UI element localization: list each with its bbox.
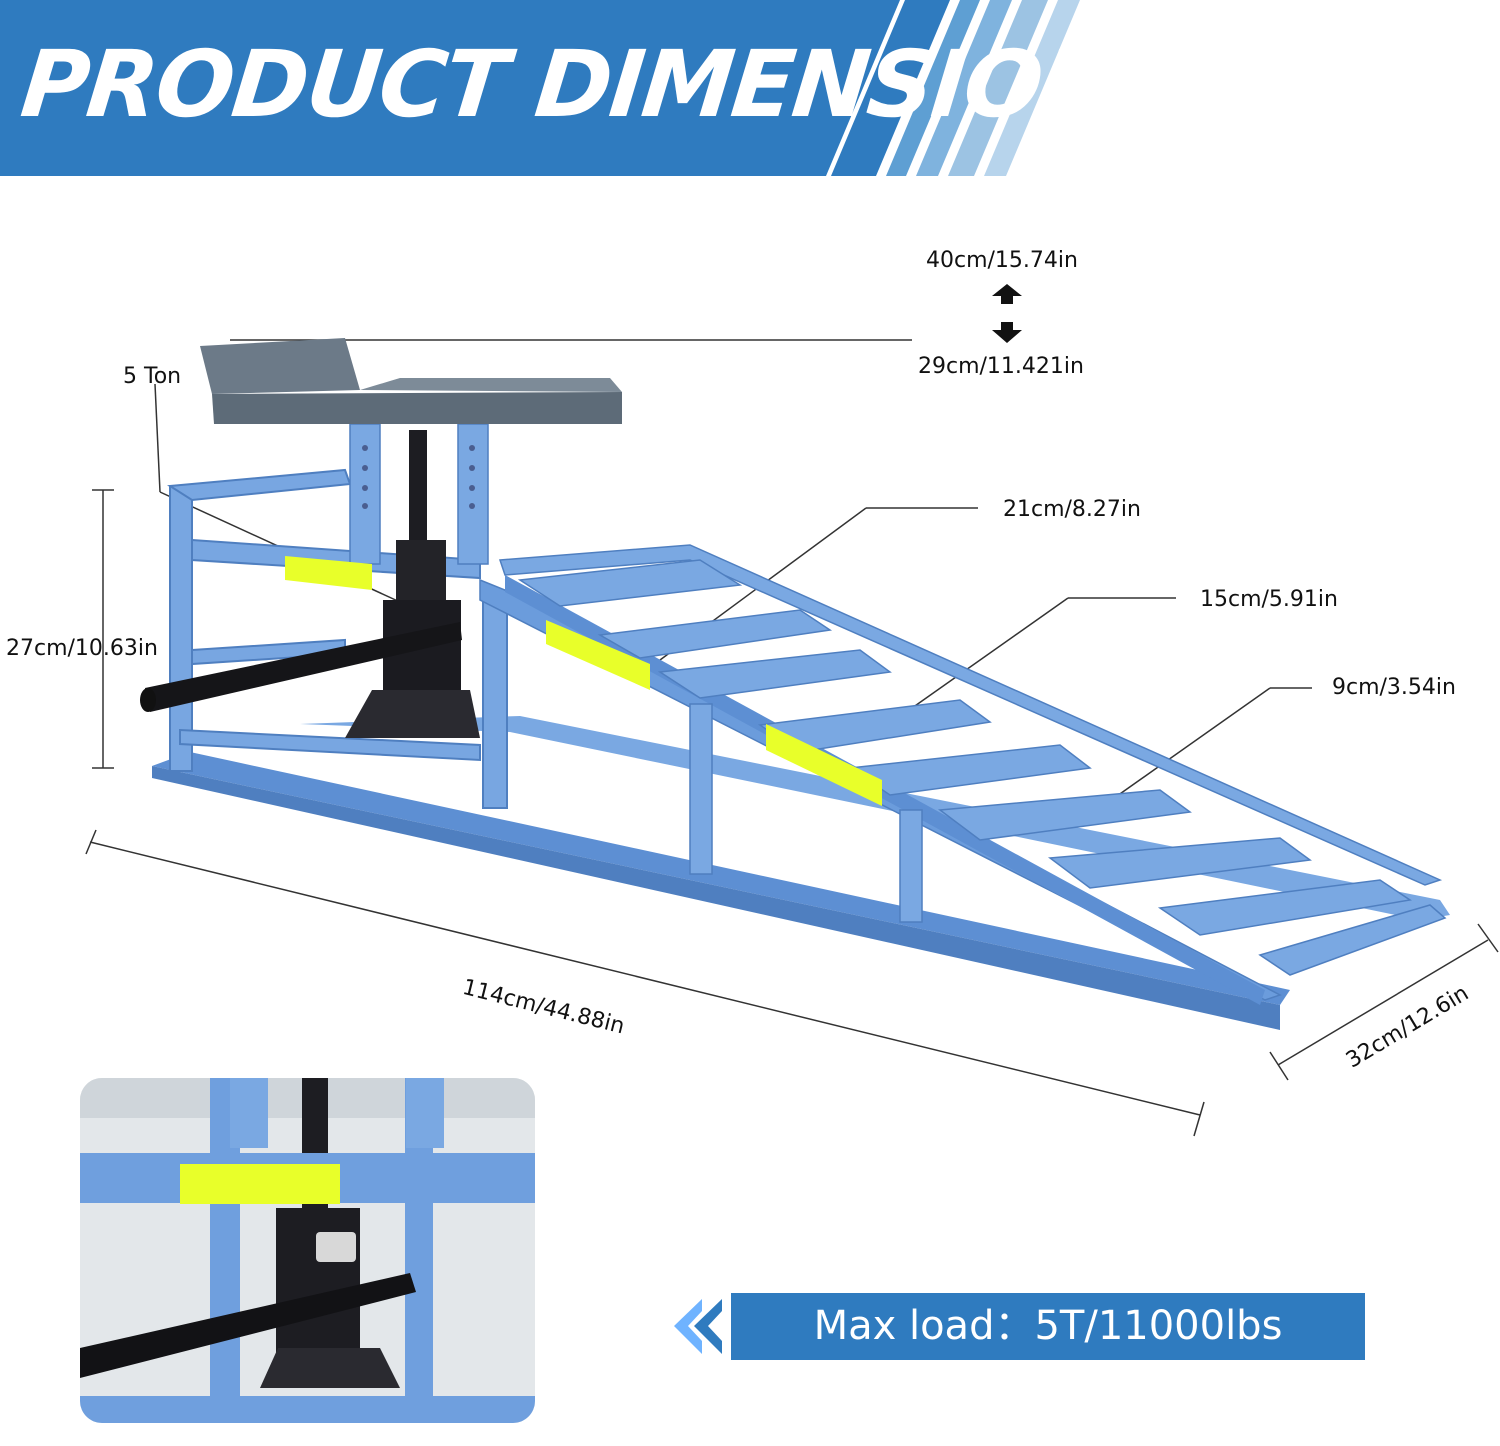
max-height-label: 40cm/15.74in [926,248,1078,273]
bottle-jack [140,430,480,738]
frame-height-label: 27cm/10.63in [6,636,158,661]
up-down-arrows-icon [992,284,1022,343]
max-load-banner: Max load：5T/11000lbs [731,1293,1365,1360]
top-width-label: 21cm/8.27in [1003,497,1141,522]
capacity-label: 5 Ton [123,364,182,389]
jack-closeup-inset [80,1078,535,1423]
saddle-tray [200,338,622,424]
low-width-label: 9cm/3.54in [1332,675,1456,700]
min-height-label: 29cm/11.421in [918,354,1084,379]
banner [0,0,1080,176]
mid-width-label: 15cm/5.91in [1200,587,1338,612]
double-chevron-left-icon [674,1299,722,1354]
